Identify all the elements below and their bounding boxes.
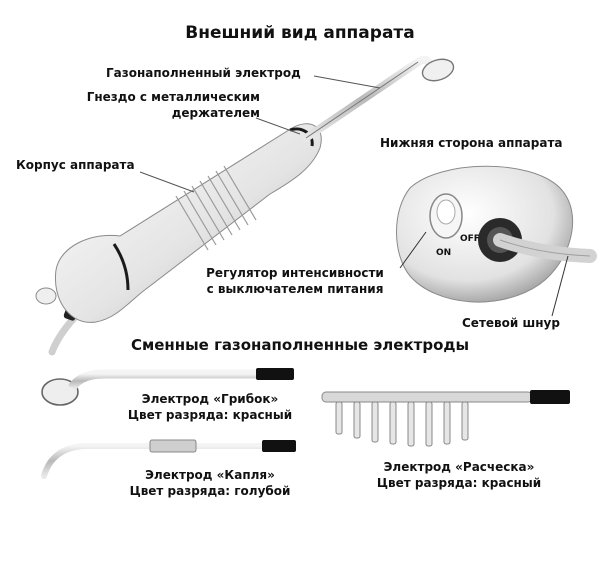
- label-socket-line2: держателем: [171, 106, 260, 120]
- power-cord-main: [48, 314, 78, 356]
- label-power-cord: Сетевой шнур: [462, 316, 560, 330]
- mushroom-discharge-color: Цвет разряда: красный: [127, 408, 293, 422]
- electrode-rod: [302, 55, 434, 142]
- electrode-drop-graphic: [41, 439, 296, 479]
- drop-tip: [262, 440, 296, 452]
- socket-collar: [289, 127, 314, 147]
- comb-tip: [530, 390, 570, 404]
- regulator-knob-main: [35, 287, 57, 305]
- grip-ridges: [175, 165, 257, 251]
- electrode-mushroom-graphic: [41, 368, 294, 406]
- device-body: [54, 123, 322, 323]
- drop-discharge-color: Цвет разряда: голубой: [129, 484, 291, 498]
- replaceable-electrodes-title: Сменные газонаполненные электроды: [130, 336, 470, 354]
- label-bottom-side: Нижняя сторона аппарата: [380, 136, 563, 150]
- comb-teeth: [335, 401, 469, 447]
- label-regulator-line2: с выключателем питания: [206, 282, 384, 296]
- mushroom-tip: [256, 368, 294, 380]
- mushroom-name: Электрод «Грибок»: [141, 392, 279, 406]
- label-regulator-line1: Регулятор интенсивности: [206, 266, 384, 280]
- body-band: [112, 243, 130, 291]
- label-switch-on: ON: [436, 248, 452, 258]
- label-body: Корпус аппарата: [16, 158, 135, 172]
- comb-discharge-color: Цвет разряда: красный: [376, 476, 542, 490]
- drop-name: Электрод «Капля»: [145, 468, 275, 482]
- label-switch-off: OFF: [460, 234, 480, 244]
- label-socket-line1: Гнездо с металлическим: [86, 90, 260, 104]
- leader-lines: [139, 75, 381, 193]
- electrode-cup: [421, 58, 455, 82]
- comb-name: Электрод «Расческа»: [383, 460, 535, 474]
- label-gas-electrode: Газонаполненный электрод: [106, 66, 301, 80]
- diagram-title: Внешний вид аппарата: [185, 23, 415, 43]
- electrode-comb-graphic: [321, 390, 570, 447]
- main-device: [35, 55, 455, 356]
- bottom-side-inset: [396, 165, 597, 317]
